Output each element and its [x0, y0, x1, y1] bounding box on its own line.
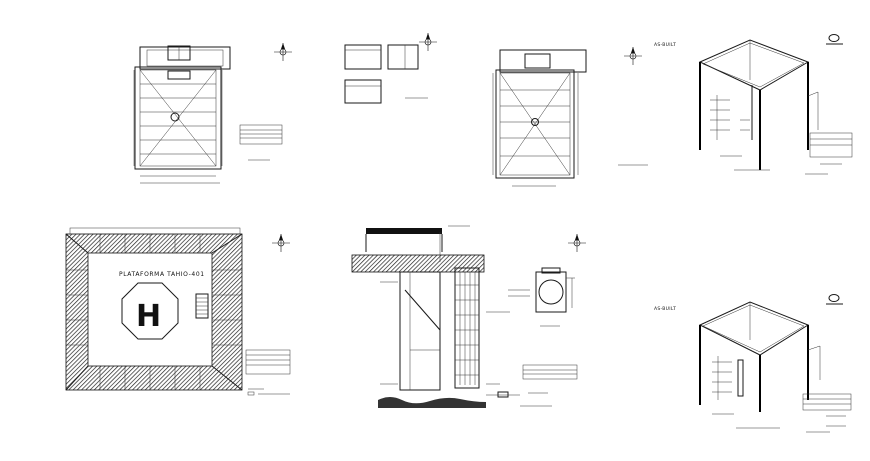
plan-view-top-left	[133, 42, 293, 184]
company-logo-icon	[826, 294, 843, 305]
company-logo-icon	[826, 34, 843, 45]
platform-title: PLATAFORMA TAHIO-401	[119, 271, 205, 278]
isometric-frame-top: AS-BUILT	[654, 34, 853, 175]
as-built-tag-bottom: AS-BUILT	[654, 306, 676, 312]
helipad-h-marking: H	[136, 299, 161, 334]
detail-boxes	[344, 32, 438, 104]
isometric-frame-bottom: AS-BUILT	[654, 294, 852, 433]
helipad-plan-view: PLATAFORMA TAHIO-401 H	[65, 227, 291, 396]
plan-view-top-right	[492, 46, 648, 187]
section-elevation	[351, 225, 587, 408]
as-built-tag-top: AS-BUILT	[654, 42, 676, 48]
